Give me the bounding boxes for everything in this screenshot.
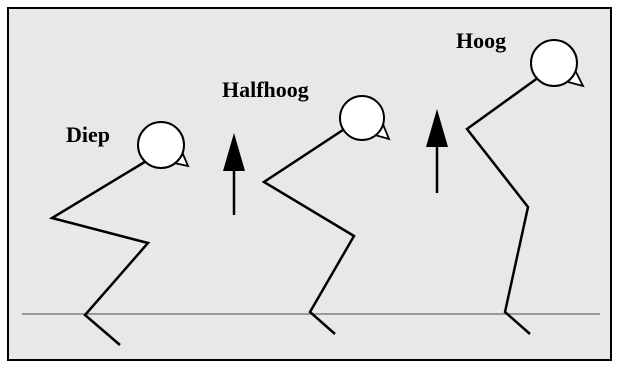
- label-high: Hoog: [456, 28, 506, 53]
- label-half-high: Halfhoog: [222, 77, 309, 102]
- head-deep: [137, 121, 185, 169]
- figure-high: Hoog: [456, 28, 585, 335]
- up-arrow-icon: [223, 133, 245, 215]
- head-half-high: [339, 95, 385, 141]
- figure-half-high: Halfhoog: [222, 77, 391, 335]
- body-half-high: [261, 126, 356, 335]
- up-arrow-icon: [426, 109, 448, 193]
- label-deep: Diep: [66, 122, 110, 147]
- head-high: [530, 39, 578, 87]
- body-high: [465, 70, 547, 335]
- figure-deep: Diep: [48, 121, 190, 346]
- diagram-frame: [7, 7, 612, 361]
- body-deep: [48, 158, 151, 346]
